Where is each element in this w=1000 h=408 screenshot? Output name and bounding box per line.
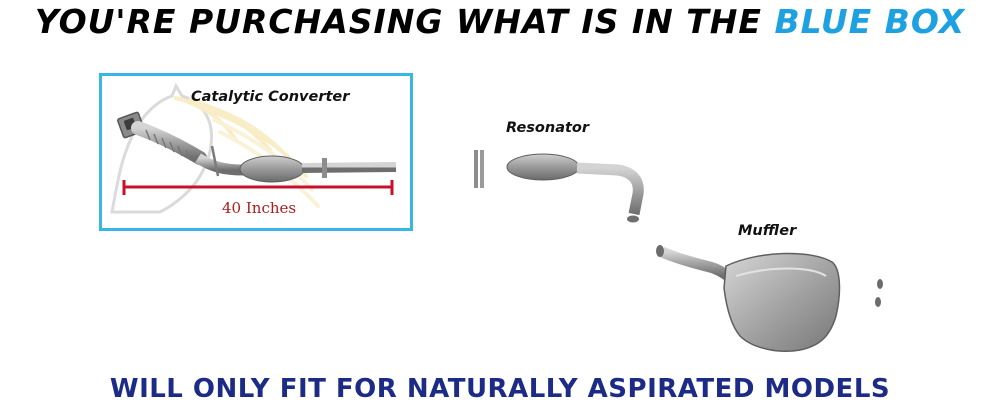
label-resonator: Resonator [506, 120, 590, 136]
blue-box-highlight [99, 73, 413, 231]
resonator-illustration [420, 150, 644, 223]
headline: YOU'RE PURCHASING WHAT IS IN THE BLUE BO… [0, 0, 1000, 44]
label-muffler: Muffler [738, 223, 797, 239]
headline-prefix: YOU'RE PURCHASING WHAT IS IN THE [34, 2, 762, 41]
headline-accent: BLUE BOX [774, 2, 966, 41]
label-catalytic-converter: Catalytic Converter [191, 89, 350, 105]
length-label: 40 Inches [222, 199, 297, 217]
catalytic-converter-illustration [117, 111, 397, 183]
fitment-notice: WILL ONLY FIT FOR NATURALLY ASPIRATED MO… [109, 374, 891, 404]
muffler-illustration [656, 245, 883, 352]
length-measure-line [122, 180, 394, 195]
